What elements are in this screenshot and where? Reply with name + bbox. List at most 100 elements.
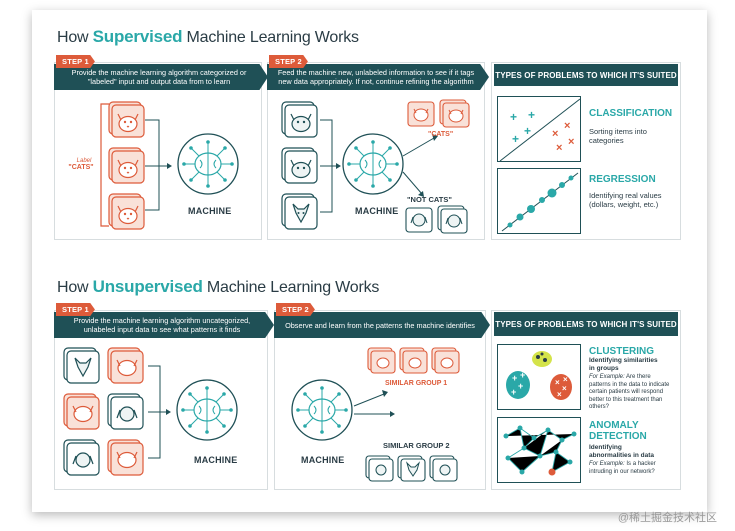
group2-dog-cards (365, 455, 458, 482)
supervised-step1-tag: STEP 1 (56, 55, 95, 68)
svg-text:×: × (555, 378, 560, 387)
regression-chart-icon (501, 172, 579, 232)
clustering-graphic: ++++ ×××× (497, 344, 581, 410)
anomaly-example: For Example: Is a hacker intruding in ou… (589, 461, 671, 476)
machine-brain-icon (291, 379, 353, 441)
example-label: For Example: (589, 374, 625, 380)
arrow-head (336, 163, 341, 169)
title-highlight: Supervised (92, 27, 183, 46)
supervised-step1-machine: MACHINE (188, 206, 232, 216)
classification-chart-icon: ++++ ×××× (499, 98, 581, 162)
similar-group-1-label: SIMILAR GROUP 1 (385, 380, 448, 387)
svg-text:+: + (512, 373, 517, 383)
mixed-card-cat-2 (63, 393, 100, 430)
output-cat-card-2 (439, 99, 470, 128)
unsupervised-step2-tag: STEP 2 (276, 303, 315, 316)
cat-card-2 (108, 147, 145, 184)
example-label: For Example: (589, 461, 625, 467)
clustering-title: CLUSTERING (589, 346, 654, 357)
unsupervised-title: How Unsupervised Machine Learning Works (57, 277, 379, 297)
machine-brain-icon (342, 133, 404, 195)
supervised-step2-text: Feed the machine new, unlabeled informat… (277, 68, 475, 86)
svg-text:+: + (518, 381, 523, 391)
bracket-line (100, 103, 109, 227)
anomaly-text: ANOMALY DETECTION Identifying abnormalit… (589, 420, 679, 476)
unsupervised-step1-graphic (63, 347, 238, 476)
title-prefix: How (57, 279, 93, 296)
svg-text:×: × (552, 128, 558, 140)
supervised-step1-graphic (100, 101, 239, 230)
unsupervised-step2-graphic (291, 347, 460, 482)
unsupervised-step2-text: Observe and learn from the patterns the … (285, 320, 475, 330)
anomaly-desc: Identifying abnormalities in data (589, 444, 655, 459)
svg-text:×: × (564, 120, 570, 132)
regression-graphic (497, 168, 581, 234)
classification-title: CLASSIFICATION (589, 108, 673, 119)
unsupervised-step1-tag: STEP 1 (56, 303, 95, 316)
cat-icon (117, 205, 139, 225)
arrow-to-group1 (353, 393, 385, 407)
svg-text:+: + (524, 124, 531, 138)
svg-text:+: + (528, 108, 535, 122)
anomaly-title: ANOMALY DETECTION (589, 420, 647, 442)
classification-graphic: ++++ ×××× (497, 96, 581, 162)
unsupervised-step1-text: Provide the machine learning algorithm u… (73, 316, 251, 334)
mixed-card-dog-1 (63, 347, 100, 384)
example-text: Are there patterns in the data to indica… (589, 374, 670, 410)
supervised-types-header: TYPES OF PROBLEMS TO WHICH IT'S SUITED (494, 64, 678, 86)
similar-group-2-label: SIMILAR GROUP 2 (383, 441, 450, 450)
anomaly-graphic (497, 417, 581, 483)
svg-text:+: + (520, 370, 525, 380)
anomaly-network-icon (503, 425, 577, 476)
svg-text:×: × (568, 136, 574, 148)
unsupervised-types-header: TYPES OF PROBLEMS TO WHICH IT'S SUITED (494, 312, 678, 336)
clustering-text: CLUSTERING Identifying similarities in g… (589, 346, 679, 412)
anomaly-node (548, 468, 556, 476)
unlabeled-cat-card-1 (281, 101, 318, 138)
regression-desc: Identifying real values (dollars, weight… (589, 191, 662, 209)
cat-icon (117, 159, 139, 179)
example-text: Is a hacker intruding in our network? (589, 461, 656, 475)
connector-lines (145, 119, 169, 211)
unsupervised-step1-banner: Provide the machine learning algorithm u… (54, 312, 274, 338)
title-prefix: How (57, 29, 93, 46)
unlabeled-cat-card-2 (281, 147, 318, 184)
label-cats-group: Label "CATS" (68, 158, 95, 171)
cat-card-1 (108, 101, 145, 138)
supervised-step2-machine: MACHINE (355, 206, 399, 216)
supervised-step2-graphic (281, 99, 470, 234)
supervised-step2-tag: STEP 2 (269, 55, 308, 68)
svg-text:+: + (512, 132, 519, 146)
mixed-card-dog-2 (107, 393, 144, 430)
mixed-card-cat-1 (107, 347, 144, 384)
svg-text:×: × (562, 384, 567, 393)
supervised-title: How Supervised Machine Learning Works (57, 27, 359, 47)
unsupervised-step2-machine: MACHINE (301, 455, 345, 465)
cat-card-3 (108, 193, 145, 230)
classification-text: CLASSIFICATION Sorting items into catego… (589, 108, 679, 145)
supervised-step2-banner: Feed the machine new, unlabeled informat… (267, 64, 489, 90)
arrow-to-cats (402, 137, 435, 157)
output-dog-card-2 (437, 205, 468, 234)
output-cat-card-1 (407, 101, 435, 127)
svg-text:×: × (557, 390, 562, 399)
label-cats: "CATS" (68, 164, 94, 171)
connector-lines (320, 119, 338, 213)
clustering-chart-icon: ++++ ×××× (506, 351, 572, 400)
title-highlight: Unsupervised (92, 277, 203, 296)
mixed-card-dog-3 (63, 439, 100, 476)
machine-brain-icon (177, 133, 239, 195)
svg-text:+: + (511, 387, 516, 397)
output-dog-card-1 (405, 207, 433, 233)
supervised-step1-text: Provide the machine learning algorithm c… (71, 68, 247, 86)
clustering-desc: Identifying similarities in groups (589, 357, 658, 372)
unsupervised-step1-machine: MACHINE (194, 455, 238, 465)
machine-brain-icon (176, 379, 238, 441)
cats-output-label: "CATS" (428, 131, 454, 138)
clustering-example: For Example: Are there patterns in the d… (589, 374, 671, 412)
svg-text:+: + (510, 110, 517, 124)
not-cats-label: "NOT CATS" (407, 195, 452, 204)
svg-text:×: × (556, 142, 562, 154)
regression-title: REGRESSION (589, 174, 656, 185)
label-word: Label (76, 158, 92, 164)
